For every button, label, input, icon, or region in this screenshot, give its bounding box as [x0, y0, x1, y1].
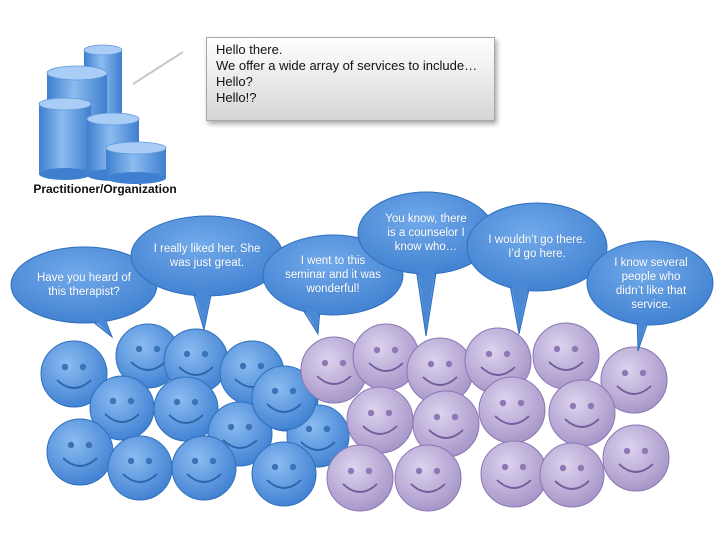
callout-line: Hello? [216, 74, 253, 89]
smiley-face-icon [539, 442, 605, 508]
speech-bubble-text: I wouldn’t go there. I’d go here. [488, 234, 586, 260]
callout-connector-line [132, 51, 184, 85]
speech-bubbles [10, 191, 714, 352]
speech-bubble-text: You know, there is a counselor I know wh… [385, 213, 467, 253]
smiley-face-icon [89, 375, 155, 441]
cylinder [105, 141, 167, 184]
smiley-face-icon [602, 424, 670, 492]
cylinder [38, 97, 92, 180]
speech-bubble [586, 240, 714, 352]
speech-bubble-text: Have you heard of this therapist? [37, 272, 131, 298]
smiley-face-icon [394, 444, 462, 512]
smiley-face-icon [480, 440, 548, 508]
speech-bubble [10, 246, 158, 339]
smiley-face-icon [412, 390, 480, 458]
callout-line: Hello there. [216, 42, 283, 57]
speech-bubble [130, 215, 284, 331]
smiley-face-icon [548, 379, 616, 447]
speech-bubble-text: I know several people who didn’t like th… [614, 257, 688, 311]
callout-line: We offer a wide array of services to inc… [216, 58, 478, 73]
database-cylinders-icon [38, 44, 167, 184]
smiley-face-icon [346, 386, 414, 454]
organization-label: Practitioner/Organization [33, 182, 177, 196]
smiley-face-icon [251, 441, 317, 507]
speech-bubble-text: I went to this seminar and it was wonder… [285, 255, 381, 295]
smiley-face-icon [300, 336, 368, 404]
smiley-face-icon [40, 340, 108, 408]
smiley-face-icon [326, 444, 394, 512]
speech-bubble [357, 191, 495, 337]
speech-bubble-text: I really liked her. She was just great. [153, 243, 261, 269]
crowd-smiley-faces [40, 322, 670, 512]
smiley-face-icon [532, 322, 600, 390]
speech-bubble [466, 202, 608, 335]
smiley-face-icon [406, 337, 474, 405]
organization-message-callout: Hello there. We offer a wide array of se… [206, 37, 495, 121]
smiley-face-icon [153, 376, 219, 442]
callout-line: Hello!? [216, 90, 257, 105]
smiley-face-icon [115, 323, 181, 389]
smiley-face-icon [46, 418, 114, 486]
smiley-face-icon [107, 435, 173, 501]
smiley-face-icon [478, 376, 546, 444]
smiley-face-icon [600, 346, 668, 414]
smiley-face-icon [171, 435, 237, 501]
smiley-face-icon [251, 365, 317, 431]
